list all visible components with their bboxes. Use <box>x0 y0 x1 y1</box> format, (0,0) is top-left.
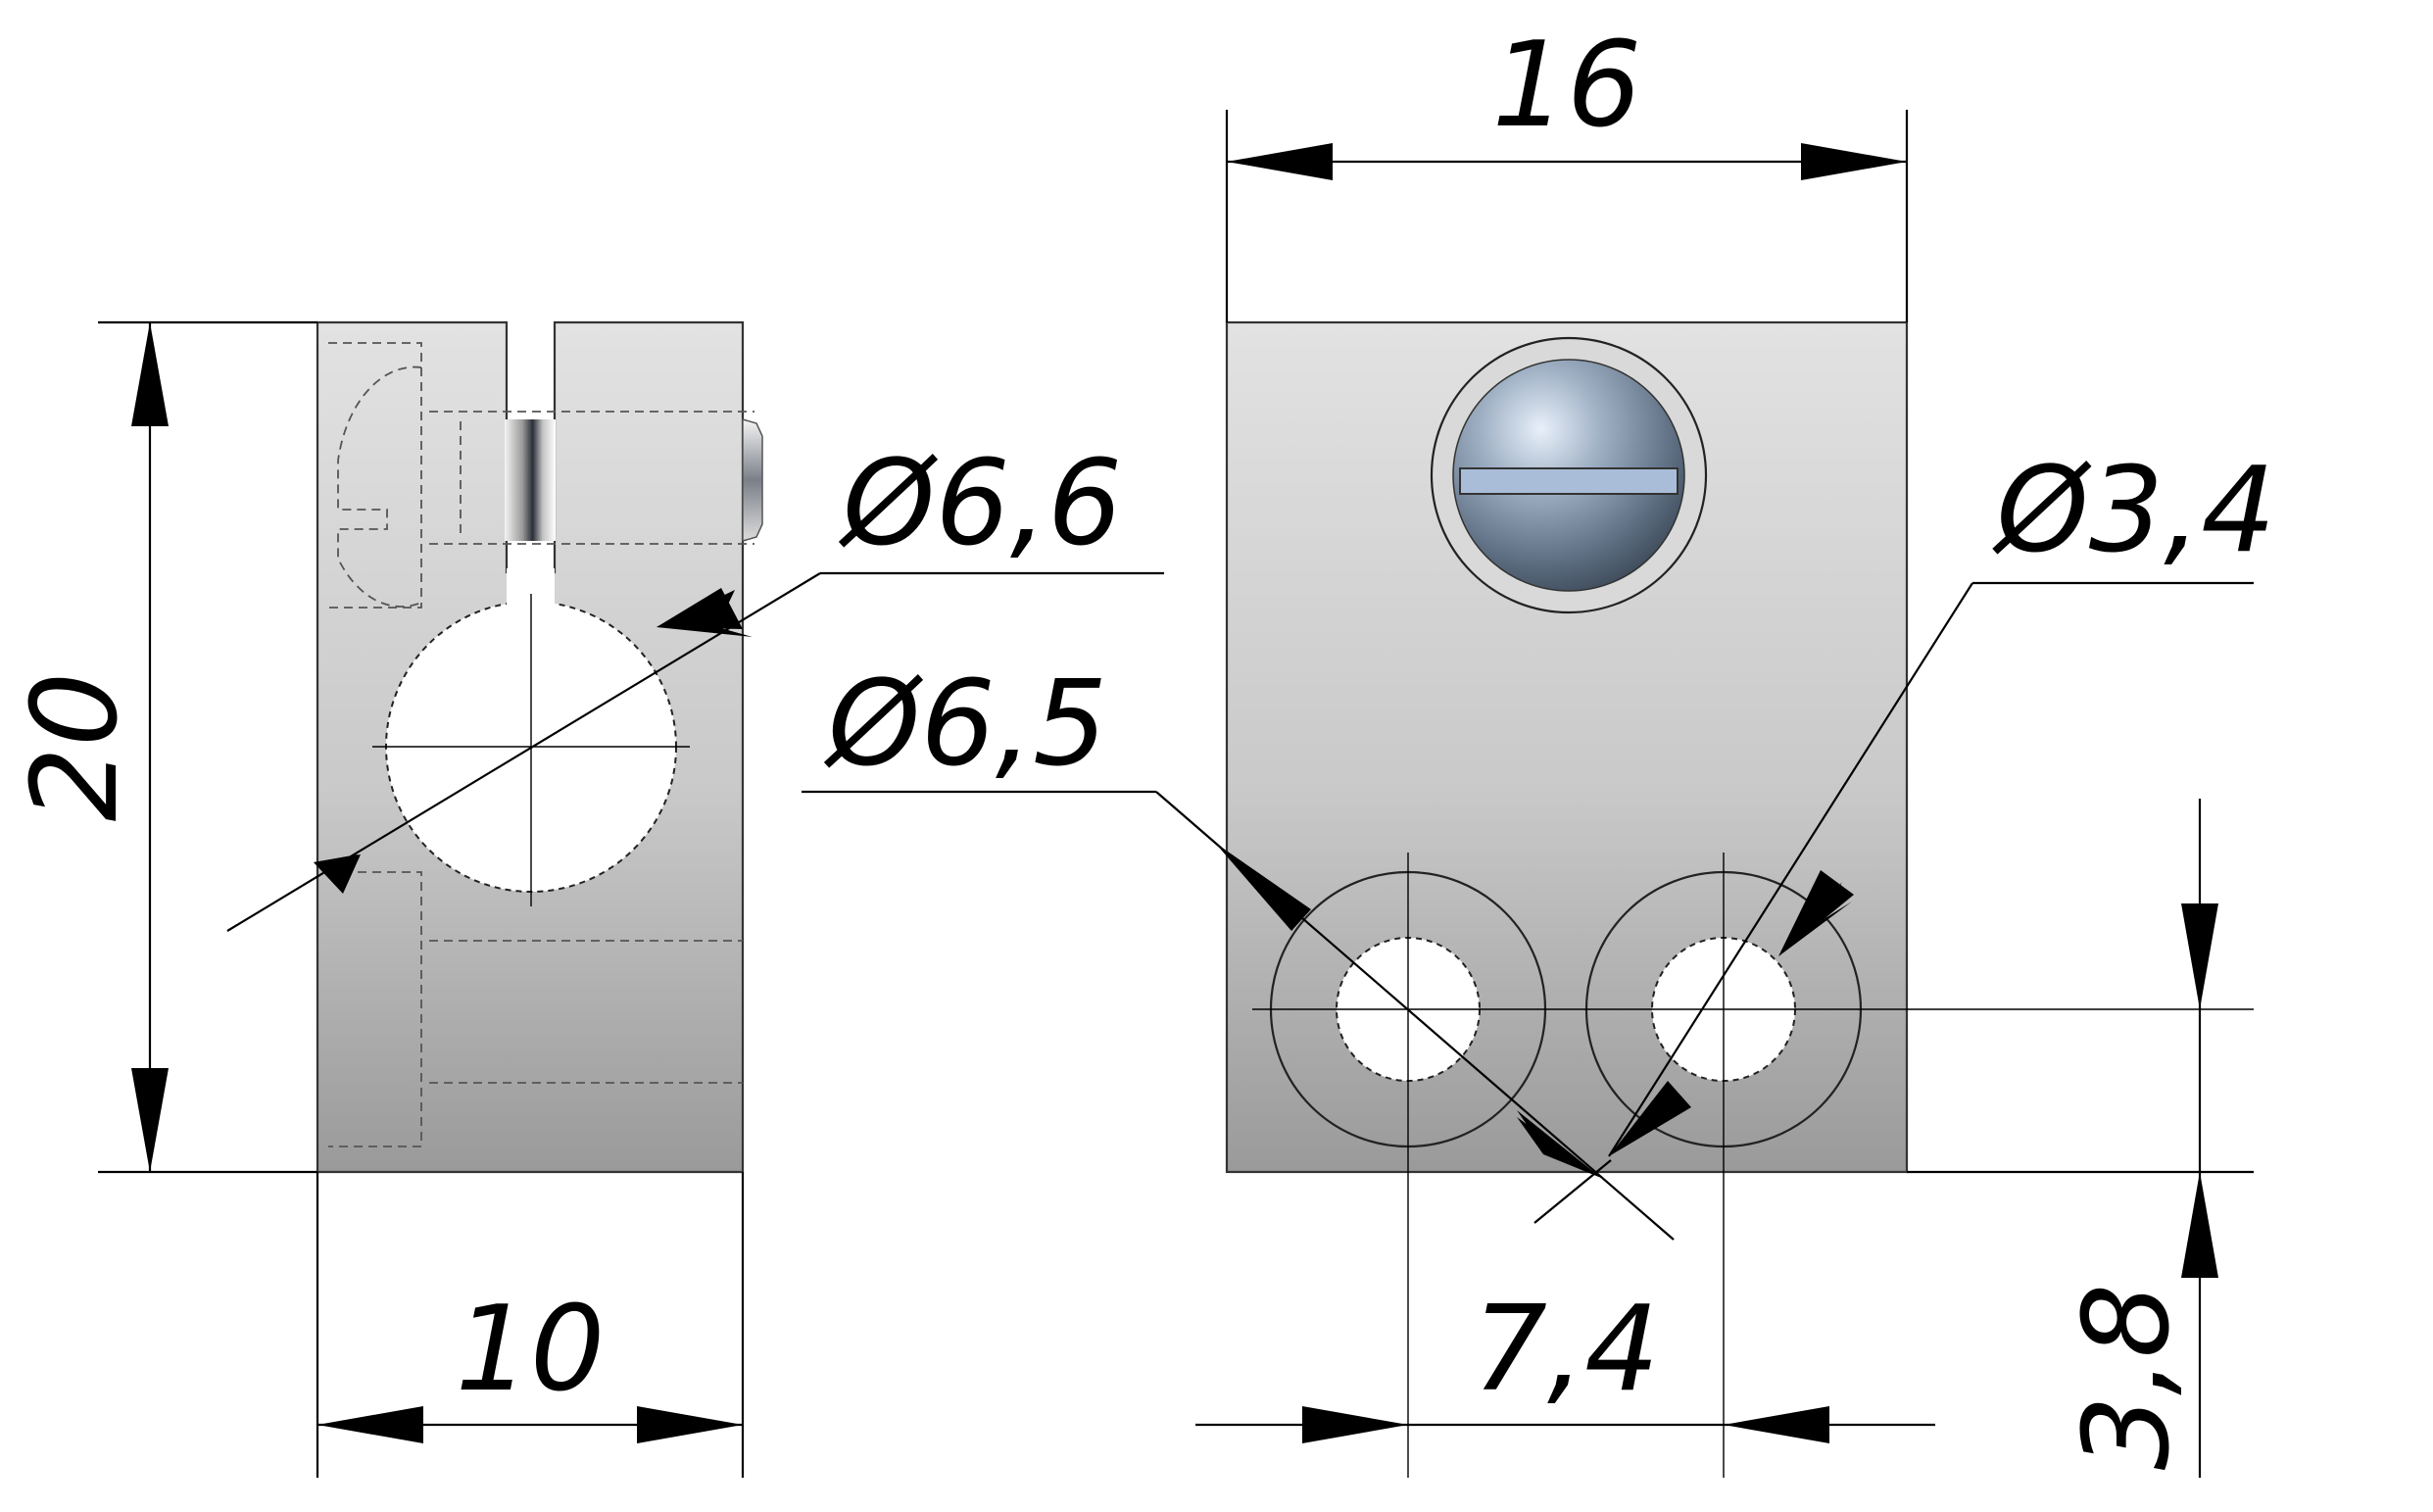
dim-label-20: 20 <box>8 672 144 822</box>
dim-spacing-74 <box>1195 1406 1935 1443</box>
screw-thread-end <box>742 418 763 542</box>
dim-label-through-hole: Ø3,4 <box>1991 443 2275 579</box>
dim-width-16 <box>1225 110 1909 322</box>
dim-label-74: 7,4 <box>1473 1282 1660 1418</box>
front-view: 16 7,4 3,8 Ø6,5 <box>802 18 2276 1478</box>
dim-width-10 <box>316 1172 745 1478</box>
dim-label-counterbore: Ø6,5 <box>823 657 1107 793</box>
dim-height-20 <box>98 320 317 1174</box>
side-view: 20 10 Ø6,6 <box>8 320 1164 1478</box>
dim-counterbore-leader <box>802 790 1675 1241</box>
dim-label-38: 3,8 <box>2060 1284 2196 1471</box>
dim-label-16: 16 <box>1492 18 1642 154</box>
dim-offset-38 <box>1907 799 2254 1478</box>
dim-through-hole-leader <box>1608 581 2254 1157</box>
dim-label-10: 10 <box>456 1282 606 1418</box>
screw-shank <box>505 419 556 541</box>
dim-label-bore: Ø6,6 <box>838 436 1122 572</box>
side-view-hidden-lines <box>328 342 754 1147</box>
dim-bore-leader <box>226 571 1164 932</box>
screw-slot <box>1459 467 1679 495</box>
